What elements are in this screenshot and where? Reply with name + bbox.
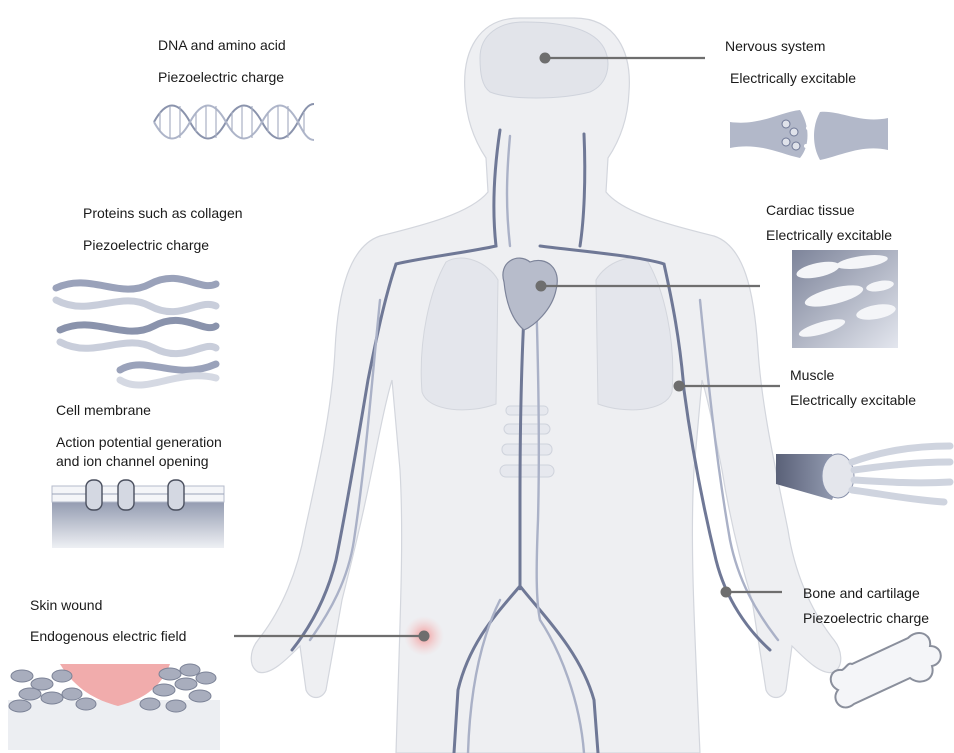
cardiac-title: Cardiac tissue bbox=[766, 202, 855, 219]
muscle-property: Electrically excitable bbox=[790, 392, 916, 409]
leader-dot-cardiac bbox=[536, 281, 547, 292]
bone-property: Piezoelectric charge bbox=[803, 610, 929, 627]
leader-dot-muscle bbox=[674, 381, 685, 392]
synapse-icon bbox=[730, 110, 888, 160]
bone-icon bbox=[831, 633, 941, 707]
nervous-property: Electrically excitable bbox=[730, 70, 856, 87]
bone-title: Bone and cartilage bbox=[803, 585, 920, 602]
cell-membrane-title: Cell membrane bbox=[56, 402, 151, 419]
nervous-title: Nervous system bbox=[725, 38, 825, 55]
leader-dot-wound bbox=[419, 631, 430, 642]
cardiac-tissue-icon bbox=[792, 250, 898, 348]
skin-wound-icon bbox=[8, 664, 220, 750]
muscle-title: Muscle bbox=[790, 367, 834, 384]
collagen-icon bbox=[56, 278, 216, 385]
skin-wound-property: Endogenous electric field bbox=[30, 628, 186, 645]
proteins-title: Proteins such as collagen bbox=[83, 205, 243, 222]
cell-membrane-property-line2: and ion channel opening bbox=[56, 453, 209, 470]
dna-property: Piezoelectric charge bbox=[158, 69, 284, 86]
muscle-icon bbox=[776, 446, 950, 502]
skin-wound-title: Skin wound bbox=[30, 597, 102, 614]
cell-membrane-property-line1: Action potential generation bbox=[56, 434, 222, 451]
dna-helix-icon bbox=[154, 104, 314, 140]
membrane-icon bbox=[52, 480, 224, 548]
leader-dot-nervous bbox=[540, 53, 551, 64]
leader-dot-bone bbox=[721, 587, 732, 598]
cardiac-property: Electrically excitable bbox=[766, 227, 892, 244]
dna-title: DNA and amino acid bbox=[158, 37, 286, 54]
proteins-property: Piezoelectric charge bbox=[83, 237, 209, 254]
